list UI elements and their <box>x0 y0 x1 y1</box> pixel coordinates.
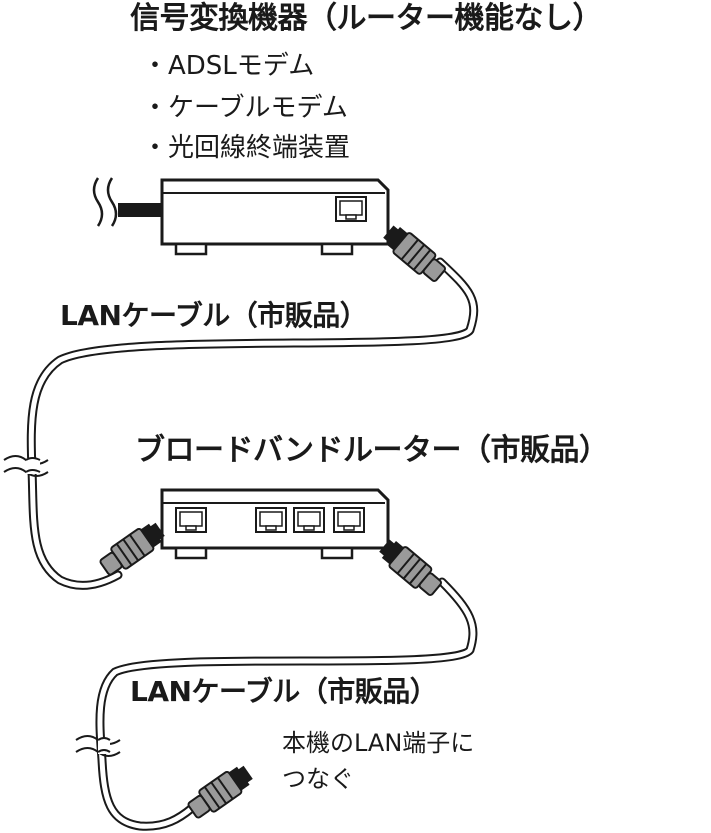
instruction-line-2: つなぐ <box>282 765 354 793</box>
modem-device-icon <box>92 177 390 256</box>
modem-title: 信号変換機器（ルーター機能なし） <box>130 1 603 36</box>
lan-cable-bottom <box>75 577 478 831</box>
cable-top-label: LANケーブル（市販品） <box>60 299 368 332</box>
router-device-icon <box>160 488 390 560</box>
cable-bottom-label: LANケーブル（市販品） <box>130 675 438 708</box>
lan-plug-icon <box>184 760 257 823</box>
lan-cable-top <box>3 257 479 590</box>
router-title: ブロードバンドルーター（市販品） <box>135 433 609 468</box>
lan-plug-icon <box>378 220 450 287</box>
instruction-line-1: 本機のLAN端子に <box>282 729 475 757</box>
modem-type-cable: ・ケーブルモデム <box>142 93 348 123</box>
lan-plug-icon <box>96 517 169 580</box>
modem-type-ont: ・光回線終端装置 <box>142 133 351 163</box>
lan-plug-icon <box>374 534 446 601</box>
modem-type-adsl: ・ADSLモデム <box>142 51 315 81</box>
